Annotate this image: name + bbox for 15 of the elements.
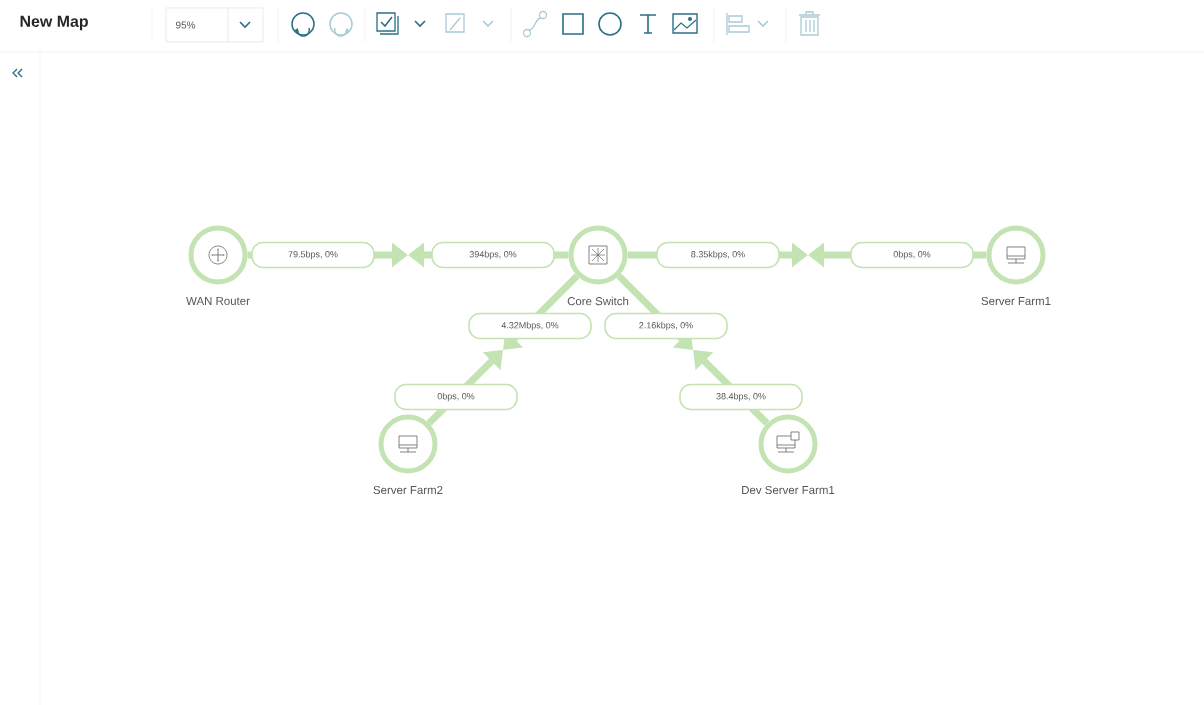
edge-label: 394bps, 0% <box>431 241 555 269</box>
edge-label: 79.5bps, 0% <box>251 241 375 269</box>
edge-label: 38.4bps, 0% <box>679 383 803 411</box>
device-label: WAN Router <box>185 296 251 306</box>
title: New Map <box>20 15 88 31</box>
edge-label: 4.32Mbps, 0% <box>468 312 592 340</box>
device-label: Core Switch <box>566 295 630 307</box>
edge-label: 8.35kbps, 0% <box>656 241 780 269</box>
device-label: Dev Server Farm1 <box>740 484 836 496</box>
device-label: Server Farm1 <box>980 295 1052 307</box>
edge-label: 2.16kbps, 0% <box>604 312 728 340</box>
edge-label: 0bps, 0% <box>850 241 974 269</box>
device-label: Server Farm2 <box>372 484 444 496</box>
edge-label: 0bps, 0% <box>394 383 518 411</box>
zoom-dropdown: 95% <box>165 7 264 43</box>
